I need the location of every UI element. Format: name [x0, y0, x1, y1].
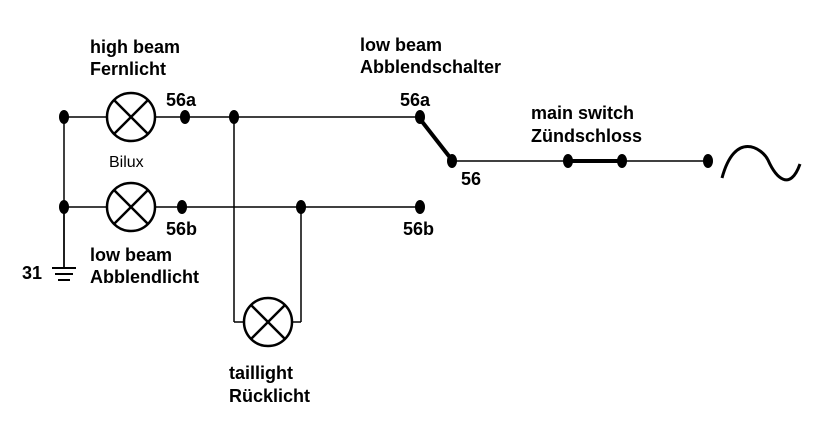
label-ground-31: 31 — [22, 263, 43, 283]
dot-56b-right — [415, 200, 425, 214]
dot-left-top — [59, 110, 69, 124]
dot-main-right — [617, 154, 627, 168]
ac-source-symbol — [720, 145, 802, 182]
label-low-beam-en: low beam — [90, 245, 173, 265]
dimmer-switch-blade — [418, 117, 454, 162]
label-terminal-56: 56 — [461, 169, 482, 189]
dot-source — [703, 154, 713, 168]
dot-junction-top — [229, 110, 239, 124]
label-taillight-en: taillight — [229, 363, 293, 383]
dot-56a-left — [180, 110, 190, 124]
label-terminal-56b-right: 56b — [403, 219, 435, 239]
label-terminal-56a-right: 56a — [400, 90, 431, 110]
label-taillight-de: Rücklicht — [229, 386, 311, 406]
lamp-high-beam — [105, 91, 157, 143]
dot-56b-left — [177, 200, 187, 214]
label-low-beam-de: Abblendlicht — [90, 267, 199, 287]
ground-symbol — [52, 267, 76, 281]
label-switch-low-beam-en: low beam — [360, 35, 443, 55]
dot-56 — [447, 154, 457, 168]
label-high-beam-de: Fernlicht — [90, 59, 167, 79]
label-terminal-56a-left: 56a — [166, 90, 197, 110]
dot-left-mid — [59, 200, 69, 214]
lamp-low-beam — [105, 181, 157, 233]
dot-junction-mid — [296, 200, 306, 214]
dot-56a-right — [415, 110, 425, 124]
dot-main-left — [563, 154, 573, 168]
label-switch-low-beam-de: Abblendschalter — [360, 57, 502, 77]
lamp-taillight — [242, 296, 294, 348]
label-terminal-56b-left: 56b — [166, 219, 198, 239]
label-high-beam-en: high beam — [90, 37, 181, 57]
label-main-switch-de: Zündschloss — [531, 126, 643, 146]
label-bilux: Bilux — [109, 154, 144, 171]
label-main-switch-en: main switch — [531, 103, 635, 123]
terminal-dots — [59, 110, 713, 214]
